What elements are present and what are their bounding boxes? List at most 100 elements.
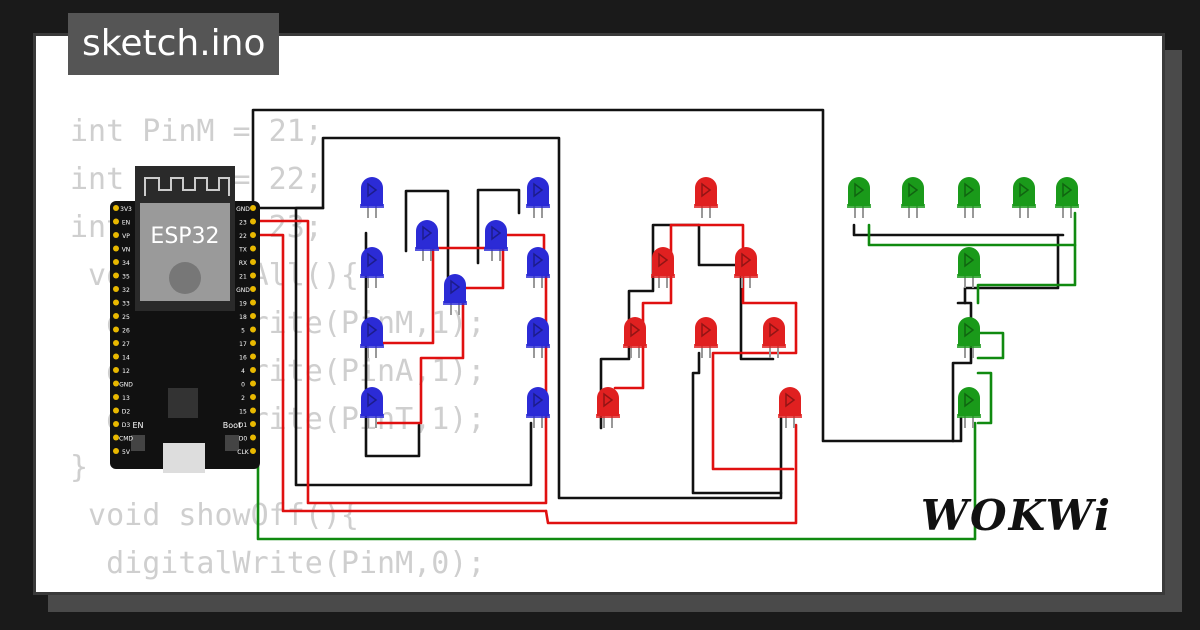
led-m bbox=[526, 177, 550, 218]
pin-left bbox=[113, 326, 119, 333]
led-body bbox=[779, 387, 801, 416]
pin-label-left: 32 bbox=[122, 287, 130, 294]
pin-label-left: 26 bbox=[122, 328, 130, 335]
pin-label-left: EN bbox=[122, 220, 130, 227]
boot-button bbox=[225, 435, 239, 451]
led-mark bbox=[367, 322, 378, 338]
led-body bbox=[527, 177, 549, 206]
led-rim bbox=[360, 274, 384, 278]
led-m bbox=[360, 317, 384, 358]
code-line: digitalWrite(PinM,0); bbox=[70, 546, 486, 581]
t-wire bbox=[867, 223, 1077, 247]
led-t bbox=[957, 387, 981, 428]
led-t bbox=[847, 177, 871, 218]
m-wire bbox=[376, 233, 546, 425]
pin-left bbox=[113, 313, 119, 319]
led-t bbox=[901, 177, 925, 218]
gnd-wire bbox=[251, 108, 963, 443]
gnd-wire bbox=[951, 301, 973, 443]
pin-label-right: TX bbox=[238, 247, 247, 254]
led-mark bbox=[964, 182, 975, 198]
led-rim bbox=[526, 274, 550, 278]
led-mark bbox=[1062, 182, 1073, 198]
led-rim bbox=[360, 204, 384, 208]
pin-label-right: 21 bbox=[239, 274, 247, 281]
led-mark bbox=[658, 252, 669, 268]
led-mark bbox=[367, 392, 378, 408]
pin-right bbox=[250, 367, 256, 373]
led-mark bbox=[769, 322, 780, 338]
t-wire bbox=[976, 211, 1077, 305]
led-rim bbox=[360, 414, 384, 418]
led-body bbox=[624, 317, 646, 346]
m-wire bbox=[251, 219, 548, 505]
pin-label-right: 18 bbox=[239, 314, 247, 321]
led-m bbox=[484, 220, 508, 261]
pin-left bbox=[113, 218, 119, 225]
led-body bbox=[527, 317, 549, 346]
led-mark bbox=[533, 322, 544, 338]
pin-label-left: 35 bbox=[122, 274, 130, 281]
pin-right bbox=[250, 421, 256, 427]
pin-label-left: D3 bbox=[122, 422, 131, 429]
diagram-canvas: int PinM = 21;int PinA = 22;int PinT = 2… bbox=[33, 33, 1165, 595]
led-m bbox=[526, 387, 550, 428]
code-line: } bbox=[70, 450, 89, 485]
pin-right bbox=[250, 380, 256, 387]
led-rim bbox=[596, 414, 620, 418]
led-m bbox=[526, 247, 550, 288]
board-name: ESP32 bbox=[150, 224, 219, 249]
pin-left bbox=[113, 434, 119, 441]
pin-right bbox=[250, 286, 256, 292]
en-label: EN bbox=[132, 421, 143, 430]
led-a bbox=[734, 247, 758, 288]
pin-label-left: 33 bbox=[122, 301, 130, 308]
led-a bbox=[694, 317, 718, 358]
led-rim bbox=[762, 344, 786, 348]
pin-label-right: 22 bbox=[239, 233, 247, 240]
led-rim bbox=[778, 414, 802, 418]
pin-left bbox=[113, 340, 119, 346]
led-body bbox=[527, 247, 549, 276]
led-body bbox=[361, 177, 383, 206]
pin-right bbox=[250, 232, 256, 238]
pin-label-left: 13 bbox=[122, 395, 130, 402]
pin-right bbox=[250, 448, 256, 454]
led-t bbox=[1055, 177, 1079, 218]
led-t bbox=[957, 247, 981, 288]
espressif-logo bbox=[169, 262, 201, 294]
led-body bbox=[361, 247, 383, 276]
led-a bbox=[623, 317, 647, 358]
wokwi-logo: WOKWi bbox=[920, 491, 1112, 540]
led-rim bbox=[734, 274, 758, 278]
pin-label-left: 25 bbox=[122, 314, 130, 321]
led-mark bbox=[908, 182, 919, 198]
pin-right bbox=[250, 313, 256, 319]
pin-label-right: 15 bbox=[239, 409, 247, 416]
pin-right bbox=[250, 407, 256, 414]
led-mark bbox=[450, 279, 461, 295]
led-rim bbox=[847, 204, 871, 208]
led-mark bbox=[964, 392, 975, 408]
pin-label-right: 5 bbox=[241, 328, 245, 335]
pin-left bbox=[113, 245, 119, 252]
led-a bbox=[778, 387, 802, 428]
pin-label-right: 23 bbox=[239, 220, 247, 227]
led-m bbox=[443, 274, 467, 315]
gnd-wire bbox=[294, 206, 533, 487]
led-m bbox=[360, 387, 384, 428]
led-body bbox=[902, 177, 924, 206]
gnd-wire bbox=[963, 233, 1060, 305]
led-rim bbox=[415, 247, 439, 251]
usb-port bbox=[163, 443, 205, 473]
led-rim bbox=[484, 247, 508, 251]
led-m bbox=[360, 177, 384, 218]
led-body bbox=[958, 317, 980, 346]
led-rim bbox=[1012, 204, 1036, 208]
led-body bbox=[416, 220, 438, 249]
led-body bbox=[763, 317, 785, 346]
pin-right bbox=[250, 353, 256, 360]
pin-left bbox=[113, 353, 119, 360]
led-rim bbox=[957, 344, 981, 348]
